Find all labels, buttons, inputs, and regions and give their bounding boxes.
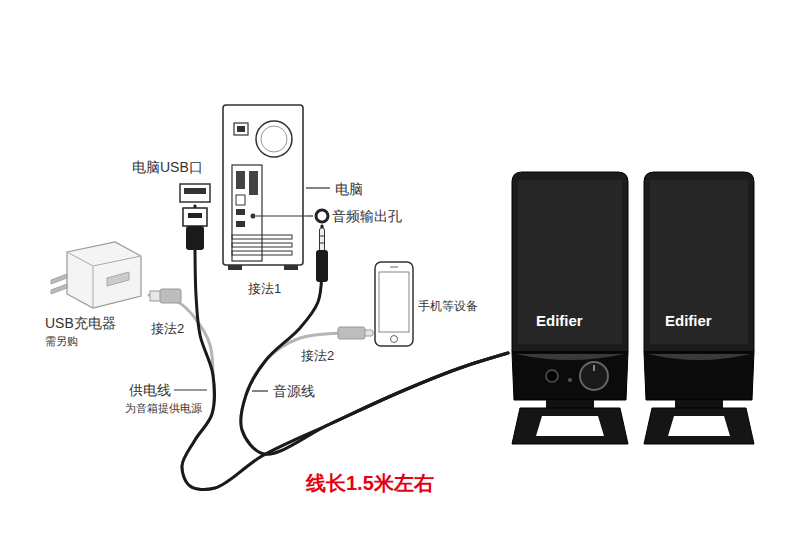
knob-marker	[593, 365, 595, 371]
node-label: 音频输出孔	[332, 206, 414, 226]
usb-port-contact	[184, 188, 206, 194]
leader-line	[256, 215, 306, 216]
usb-port	[236, 209, 245, 215]
leader-line	[174, 389, 207, 390]
length-note: 线长1.5米左右	[305, 472, 435, 495]
stand-opening	[668, 416, 730, 436]
expansion-slot	[232, 251, 292, 255]
case-foot	[284, 265, 298, 270]
method-label: 接法2	[300, 348, 335, 363]
audio-port	[251, 214, 256, 219]
cable-note: 为音箱提供电源	[124, 401, 203, 415]
usb-plug-metal	[150, 291, 161, 301]
case-fan	[256, 121, 292, 157]
phone-body	[375, 262, 413, 346]
speaker-neck	[675, 400, 723, 408]
usb-plug-body	[186, 226, 204, 250]
port	[249, 171, 258, 195]
computer-tower: 电脑	[222, 103, 306, 271]
node-label: 手机等设备	[418, 298, 482, 314]
node-note: 需另购	[45, 334, 149, 348]
power-led	[568, 378, 572, 382]
port	[236, 171, 245, 189]
charger-prong	[51, 274, 67, 284]
audio-cable-alt	[241, 333, 508, 455]
audio-jack-ring	[320, 243, 325, 244]
expansion-slot	[232, 235, 292, 239]
phone-screen	[379, 272, 409, 332]
phone-earpiece	[390, 267, 398, 268]
usb-port	[236, 221, 245, 227]
leader-line	[306, 187, 330, 188]
speaker-gloss	[648, 354, 750, 360]
charger-usb-slot	[107, 272, 129, 286]
volume-knob	[580, 362, 608, 390]
charger-prong	[51, 284, 67, 294]
case-badge-core	[237, 126, 245, 132]
speaker-control-panel	[512, 352, 628, 400]
speaker-gloss	[516, 354, 624, 360]
port	[236, 195, 245, 205]
audio-jack-tip	[320, 228, 325, 252]
case-badge	[234, 123, 248, 135]
computer-case	[223, 105, 303, 265]
usb-plug-metal	[183, 208, 207, 226]
computer-tower-outline	[222, 103, 306, 271]
usb-plug-body	[160, 289, 181, 303]
cable-name: 供电线	[128, 382, 172, 399]
speaker-left-outline	[508, 168, 632, 448]
node-label: Edifier	[665, 312, 783, 330]
node-label: 电脑USB口	[132, 158, 220, 176]
phone-device: 手机等设备	[372, 258, 482, 348]
leader-line	[306, 215, 313, 216]
speaker-right: Edifier	[640, 168, 758, 448]
usb-port-outline	[180, 184, 210, 202]
usb-charger-outline	[45, 238, 149, 348]
node-label: 电脑	[335, 180, 419, 198]
case-fan-inner	[261, 126, 287, 152]
stand-opening	[536, 416, 604, 436]
node-label: Edifier	[536, 312, 660, 330]
headphone-jack	[546, 370, 558, 382]
audio-output-jack: 音频输出孔	[314, 206, 414, 226]
charger-body	[67, 242, 141, 308]
usb-charger: USB充电器需另购	[45, 238, 149, 348]
phone-home-button	[391, 336, 398, 343]
speaker-right-outline	[640, 168, 758, 448]
method-label: 接法2	[150, 321, 185, 336]
audio-jack-body	[338, 327, 365, 339]
case-foot	[228, 265, 242, 270]
cable-name: 音源线	[272, 383, 316, 400]
power-cable-alt	[149, 295, 508, 490]
speaker-stand	[512, 408, 628, 444]
speaker-neck	[546, 400, 594, 408]
jack-ring	[316, 210, 328, 222]
leader-line	[252, 390, 268, 391]
method-label: 接法1	[247, 281, 282, 297]
audio-jack-body	[316, 250, 328, 282]
speaker-control-panel	[644, 352, 754, 400]
speaker-stand	[644, 408, 754, 444]
audio-jack-ring	[320, 236, 325, 237]
node-label: USB充电器	[45, 314, 149, 332]
charger-edge	[67, 252, 141, 308]
usb-plug-contact	[188, 213, 202, 218]
expansion-slot	[232, 243, 292, 247]
speaker-left: Edifier	[508, 168, 632, 448]
usb-port-icon: 电脑USB口	[128, 158, 220, 206]
